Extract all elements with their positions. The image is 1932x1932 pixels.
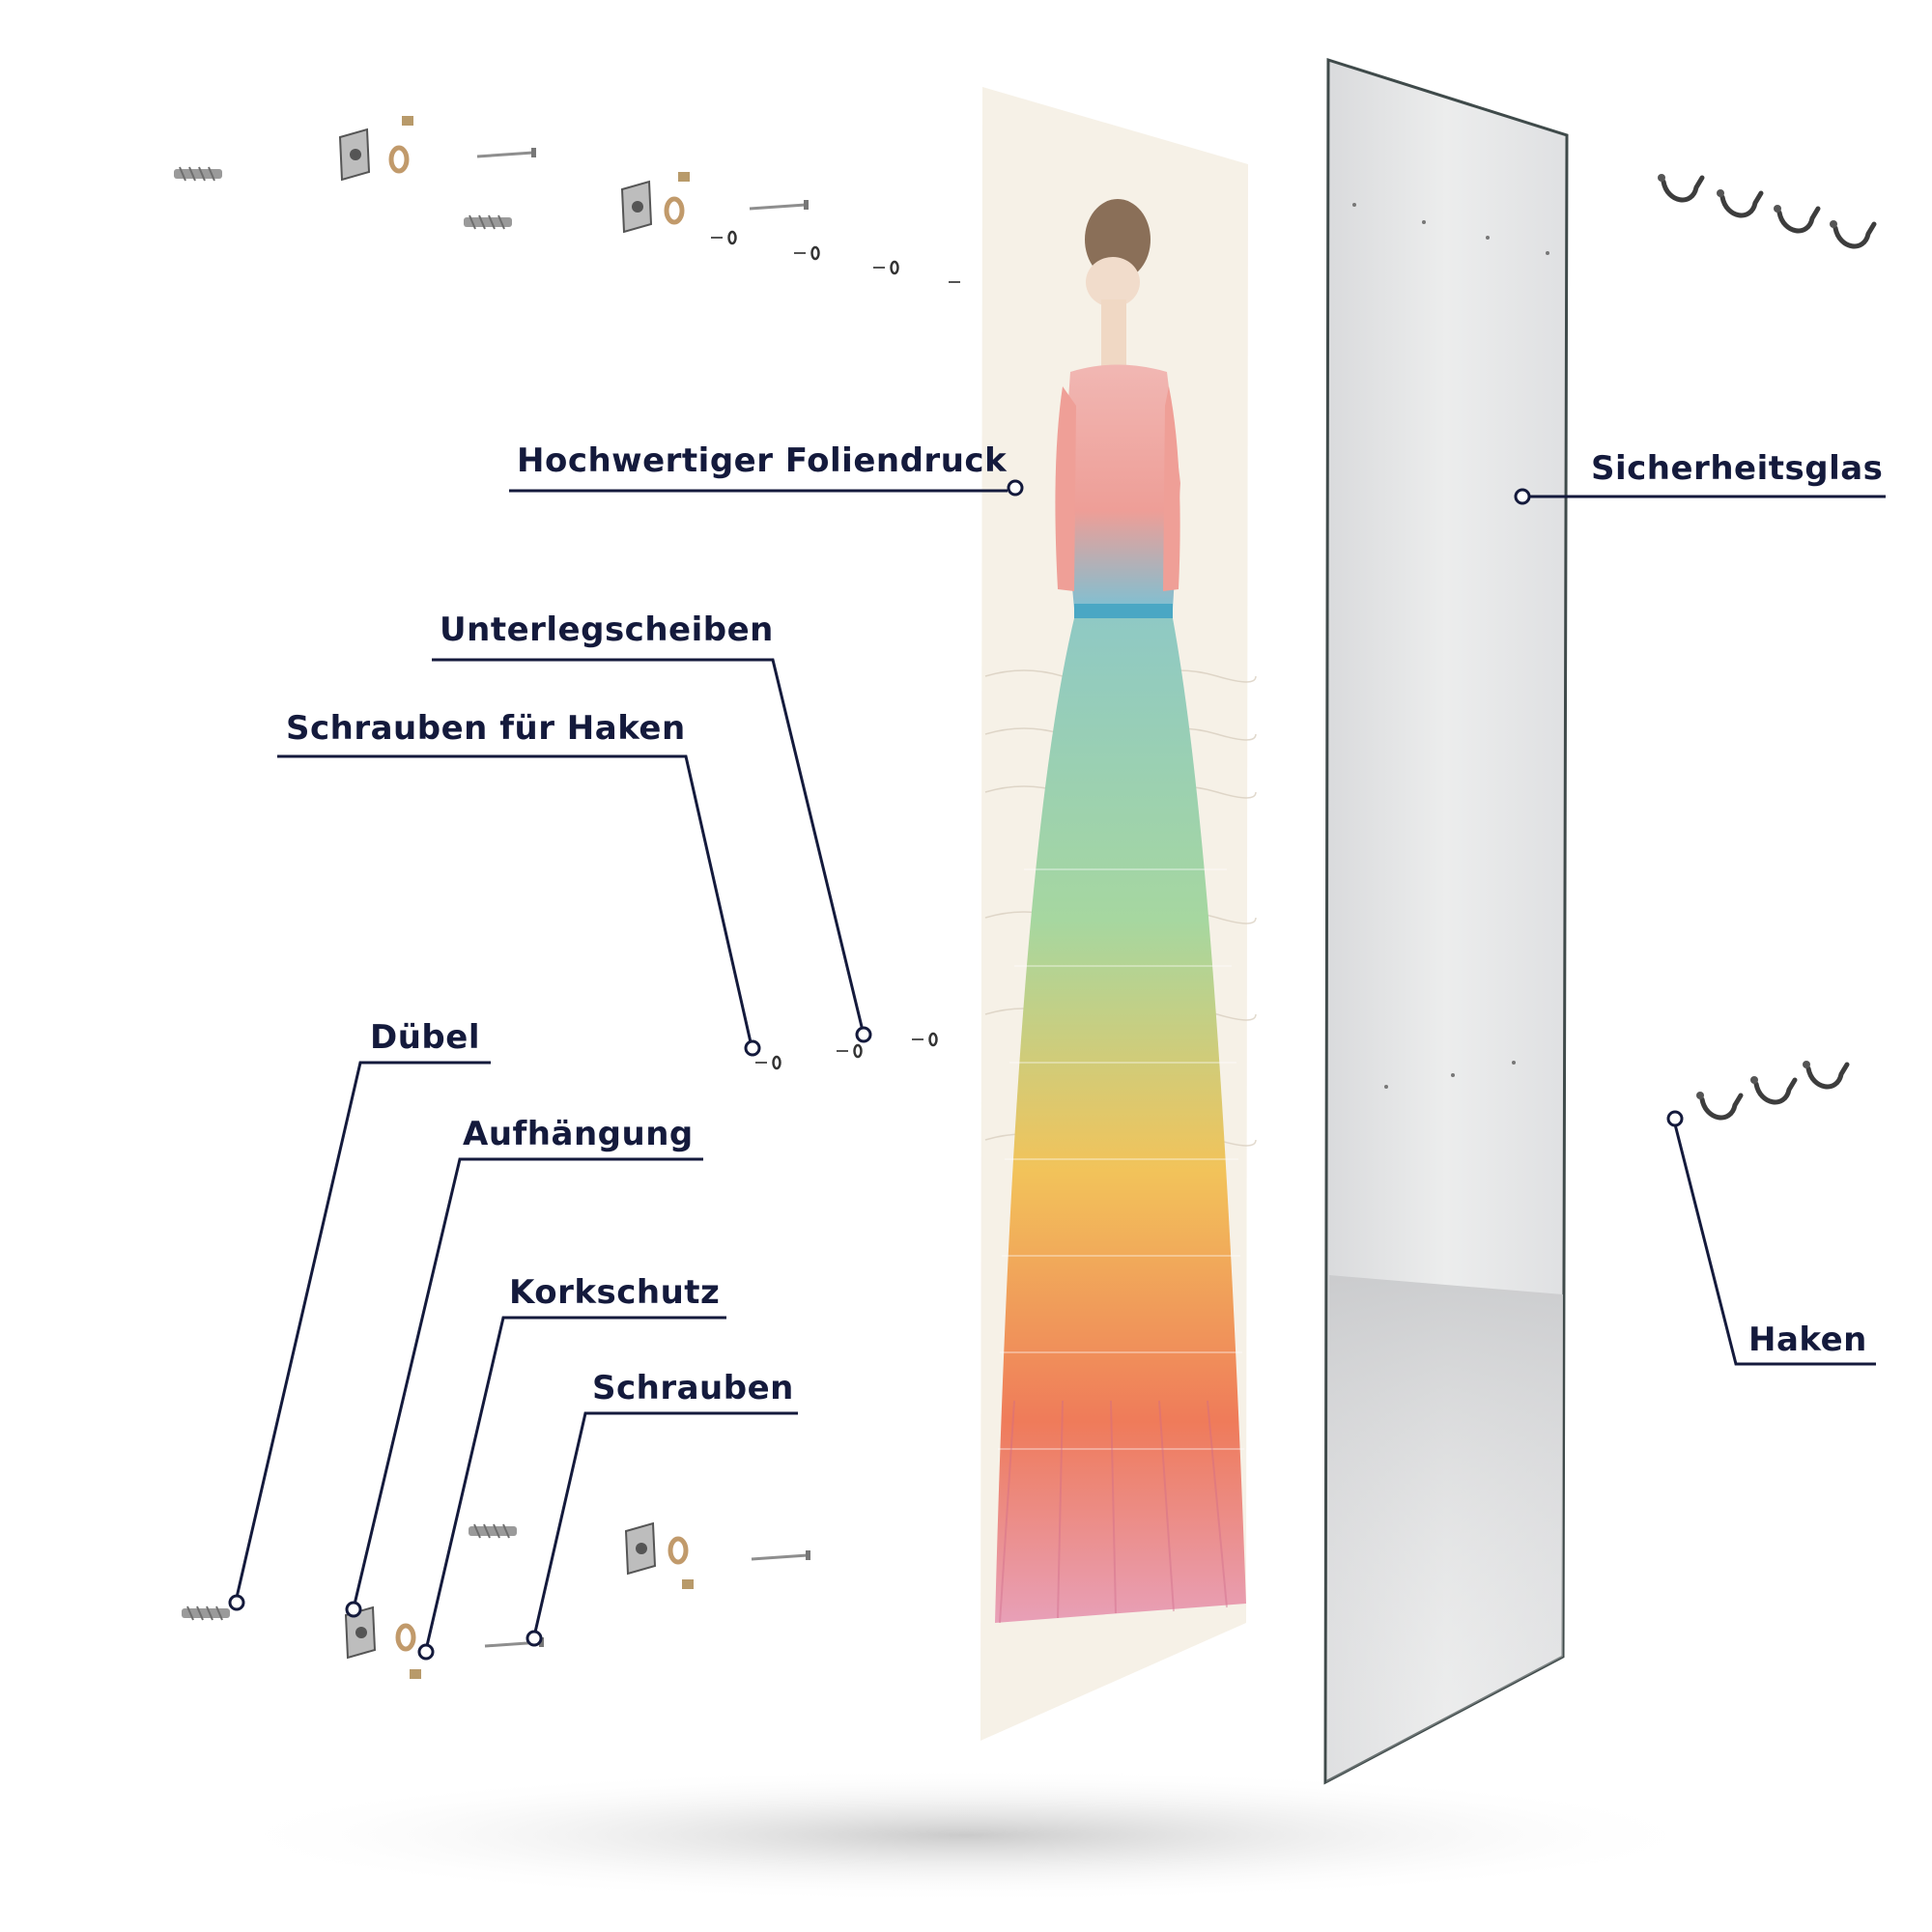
floor-shadow xyxy=(213,1768,1719,1903)
label-schrauben: Schrauben xyxy=(592,1369,794,1407)
cork-pad-icon xyxy=(682,1579,694,1589)
label-aufhaengung: Aufhängung xyxy=(463,1115,694,1153)
leader-aufhaengung xyxy=(352,1157,703,1609)
leader-lines xyxy=(234,489,1886,1651)
leader-schrauben xyxy=(532,1411,798,1637)
label-unterlegscheiben: Unterlegscheiben xyxy=(440,611,774,649)
hooks-bottom xyxy=(1696,1061,1847,1118)
hook-screw-icon xyxy=(910,1032,938,1047)
hook-screw-icon xyxy=(709,230,737,245)
hook-screw-icon xyxy=(792,245,820,261)
hardware-middle-row xyxy=(753,1032,938,1070)
leader-haken xyxy=(1672,1120,1876,1366)
dowel-icon xyxy=(468,1523,518,1539)
hook-icon xyxy=(1658,174,1702,200)
hook-icon xyxy=(1696,1092,1741,1118)
washer-icon xyxy=(391,148,407,171)
hook-icon xyxy=(1830,220,1874,246)
hook-icon xyxy=(1717,189,1761,215)
leader-unterlegscheiben xyxy=(432,658,865,1032)
cork-pad-icon xyxy=(402,116,413,126)
hooks-top xyxy=(1658,174,1874,246)
wall-bracket-icon xyxy=(339,128,370,181)
dowel-icon xyxy=(173,166,223,182)
leader-duebel xyxy=(234,1061,491,1603)
wall-bracket-icon xyxy=(625,1522,656,1575)
hook-screw-icon xyxy=(871,260,899,275)
washer-icon xyxy=(398,1626,413,1649)
label-korkschutz: Korkschutz xyxy=(509,1273,721,1312)
safety-glass-panel xyxy=(1323,57,1569,1785)
art-print-panel xyxy=(980,87,1257,1741)
hook-icon xyxy=(1803,1061,1847,1087)
leader-endpoints xyxy=(228,479,1684,1661)
dowel-icon xyxy=(181,1605,231,1621)
screw-icon xyxy=(748,198,810,212)
leader-korkschutz xyxy=(424,1316,726,1651)
hook-screw-icon xyxy=(835,1043,863,1059)
screw-icon xyxy=(475,146,538,159)
hardware-top-row xyxy=(173,116,960,283)
hardware-bottom-row xyxy=(181,1522,812,1679)
hook-screw-icon xyxy=(753,1055,781,1070)
washer-icon xyxy=(670,1539,686,1562)
hook-icon xyxy=(1774,205,1818,231)
label-duebel: Dübel xyxy=(370,1018,480,1057)
cork-pad-icon xyxy=(410,1669,421,1679)
dowel-icon xyxy=(463,214,513,230)
screw-icon xyxy=(750,1548,812,1562)
cork-pad-icon xyxy=(678,172,690,182)
label-sicherheitsglas: Sicherheitsglas xyxy=(1591,449,1884,488)
wall-bracket-icon xyxy=(621,181,652,233)
hook-icon xyxy=(1750,1076,1795,1102)
washer-icon xyxy=(667,199,682,222)
label-foliendruck: Hochwertiger Foliendruck xyxy=(517,441,1008,480)
leader-schrauben-haken xyxy=(277,754,753,1043)
label-haken: Haken xyxy=(1748,1321,1867,1359)
label-schrauben-haken: Schrauben für Haken xyxy=(286,709,686,748)
